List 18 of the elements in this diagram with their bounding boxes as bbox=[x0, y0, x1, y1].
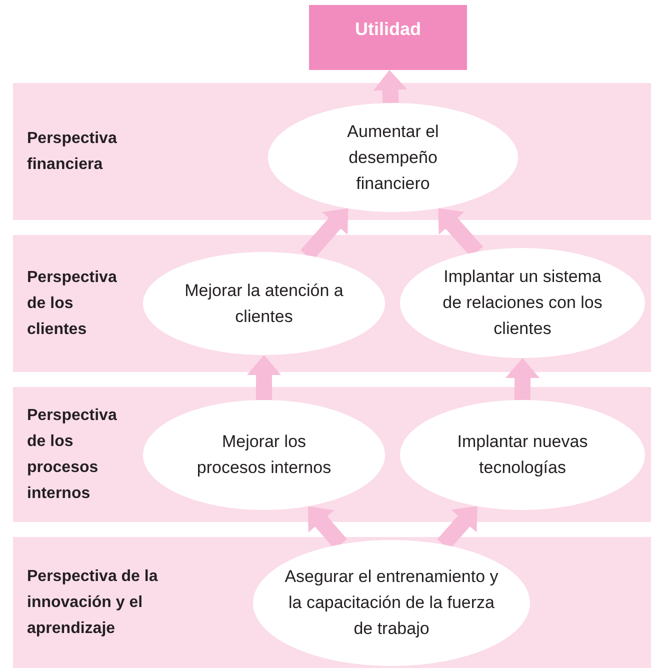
objective-text: Implantar un sistema de relaciones con los clientes bbox=[442, 266, 604, 340]
block-arrow bbox=[373, 70, 408, 104]
perspective-heading: Perspectiva de los procesos internos bbox=[27, 406, 118, 504]
perspective-heading: Perspectiva de la innovación y el aprendizaje bbox=[27, 566, 159, 638]
objective-text: Implantar nuevas tecnologías bbox=[456, 431, 589, 479]
perspective-band bbox=[13, 83, 651, 220]
perspective-heading: Perspectiva de los clientes bbox=[27, 268, 118, 340]
objective-text: Asegurar el entrenamiento y la capacitación de la fuerza de trabajo bbox=[284, 566, 499, 640]
objective-text: Mejorar los procesos internos bbox=[196, 431, 332, 479]
objective-text: Aumentar el desempeño financiero bbox=[346, 120, 440, 194]
objective-text: Mejorar la atención a clientes bbox=[184, 280, 344, 328]
perspective-band bbox=[13, 235, 651, 372]
result-box: Utilidad bbox=[309, 5, 467, 70]
block-arrow bbox=[506, 358, 540, 400]
block-arrow bbox=[247, 355, 281, 400]
perspective-heading: Perspectiva financiera bbox=[27, 128, 118, 174]
perspective-band bbox=[13, 537, 651, 668]
perspective-band bbox=[13, 387, 651, 522]
